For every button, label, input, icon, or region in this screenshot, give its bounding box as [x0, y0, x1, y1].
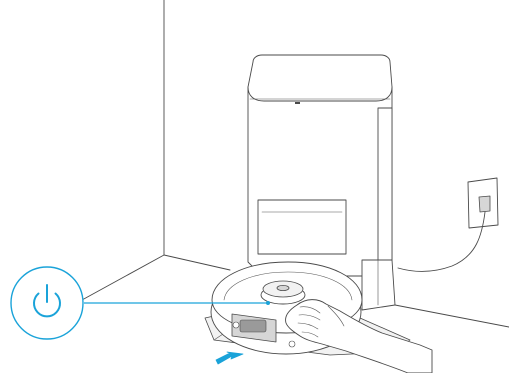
arrow-down-left-icon — [215, 351, 244, 365]
callout-dot — [266, 301, 270, 305]
room-walls — [81, 0, 509, 328]
auto-empty-station — [247, 54, 396, 311]
hand — [285, 299, 433, 373]
power-icon — [33, 284, 61, 318]
power-button-callout — [10, 266, 84, 340]
wall-outlet — [397, 177, 499, 272]
